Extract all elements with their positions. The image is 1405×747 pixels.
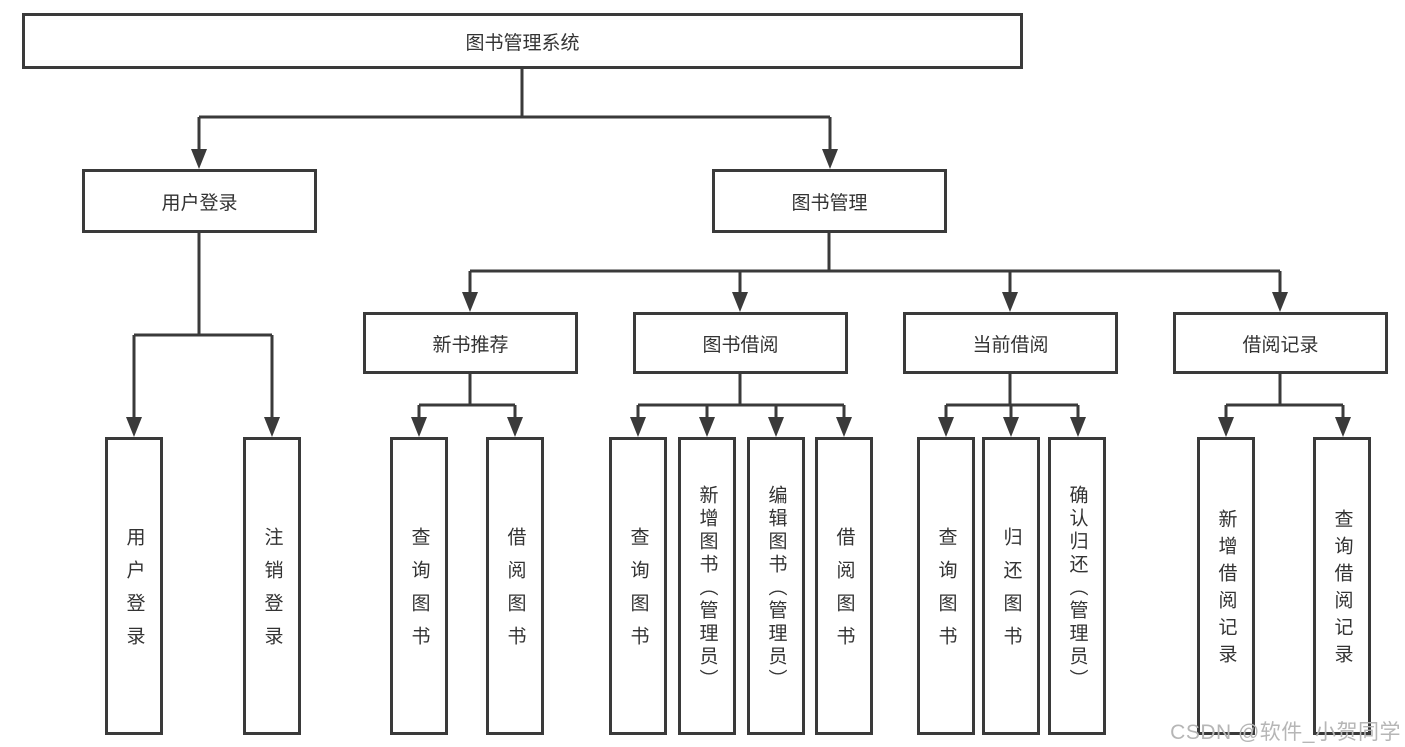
- arrowhead-icon: [126, 417, 142, 437]
- connector-current-borrow-branch: [944, 374, 1080, 420]
- arrowhead-icon: [1070, 417, 1086, 437]
- leaf-label: 用户登录: [123, 527, 145, 659]
- arrowhead-icon: [768, 417, 784, 437]
- node-label: 用户登录: [161, 192, 238, 214]
- leaf-query-books-borrow: 查询图书: [609, 437, 667, 735]
- leaf-borrow-books: 借阅图书: [815, 437, 873, 735]
- connector-book-borrow-branch: [636, 374, 846, 420]
- arrowhead-icon: [732, 292, 748, 312]
- leaf-return-books: 归还图书: [982, 437, 1040, 735]
- leaf-label: 借阅图书: [833, 527, 855, 659]
- arrowhead-icon: [836, 417, 852, 437]
- arrowhead-icon: [1002, 292, 1018, 312]
- node-new-book-recommend: 新书推荐: [363, 312, 578, 374]
- leaf-query-borrow-record: 查询借阅记录: [1313, 437, 1371, 735]
- node-book-borrow: 图书借阅: [633, 312, 848, 374]
- leaf-label: 注销登录: [261, 527, 283, 659]
- leaf-label: 借阅图书: [504, 527, 526, 659]
- connector-borrow-records-branch: [1224, 374, 1345, 420]
- leaf-label: 新增借阅记录: [1215, 509, 1237, 671]
- leaf-borrow-books-recommend: 借阅图书: [486, 437, 544, 735]
- connector-new-book-branch: [417, 374, 517, 420]
- arrowhead-icon: [699, 417, 715, 437]
- connector-user-login-branch: [132, 233, 274, 420]
- leaf-add-borrow-record: 新增借阅记录: [1197, 437, 1255, 735]
- csdn-watermark: CSDN @软件_小贺同学: [1170, 721, 1401, 744]
- node-book-management: 图书管理: [712, 169, 947, 233]
- node-label: 图书借阅: [702, 334, 779, 356]
- leaf-confirm-return-admin: 确认归还（管理员）: [1048, 437, 1106, 735]
- leaf-label: 查询借阅记录: [1331, 509, 1353, 671]
- arrowhead-icon: [1335, 417, 1351, 437]
- leaf-label: 确认归还（管理员）: [1066, 484, 1088, 692]
- leaf-logout: 注销登录: [243, 437, 301, 735]
- leaf-label: 查询图书: [935, 527, 957, 659]
- leaf-label: 查询图书: [627, 527, 649, 659]
- arrowhead-icon: [462, 292, 478, 312]
- leaf-label: 归还图书: [1000, 527, 1022, 659]
- node-system-root: 图书管理系统: [22, 13, 1023, 69]
- node-label: 当前借阅: [972, 334, 1049, 356]
- node-label: 图书管理: [791, 192, 868, 214]
- arrowhead-icon: [1272, 292, 1288, 312]
- connector-book-management-branch: [468, 233, 1282, 295]
- arrowhead-icon: [1003, 417, 1019, 437]
- node-current-borrow: 当前借阅: [903, 312, 1118, 374]
- leaf-add-books-admin: 新增图书（管理员）: [678, 437, 736, 735]
- leaf-edit-books-admin: 编辑图书（管理员）: [747, 437, 805, 735]
- leaf-query-books-current: 查询图书: [917, 437, 975, 735]
- arrowhead-icon: [411, 417, 427, 437]
- arrowhead-icon: [191, 149, 207, 169]
- arrowhead-icon: [1218, 417, 1234, 437]
- arrowhead-icon: [938, 417, 954, 437]
- arrowhead-icon: [264, 417, 280, 437]
- node-user-login: 用户登录: [82, 169, 317, 233]
- leaf-label: 查询图书: [408, 527, 430, 659]
- leaf-user-login: 用户登录: [105, 437, 163, 735]
- node-borrow-records: 借阅记录: [1173, 312, 1388, 374]
- node-label: 借阅记录: [1242, 334, 1319, 356]
- arrowhead-icon: [822, 149, 838, 169]
- leaf-label: 编辑图书（管理员）: [765, 484, 787, 692]
- connector-root-to-level2: [197, 69, 832, 152]
- arrowhead-icon: [507, 417, 523, 437]
- leaf-label: 新增图书（管理员）: [696, 484, 718, 692]
- node-label: 图书管理系统: [465, 32, 580, 54]
- leaf-query-books-recommend: 查询图书: [390, 437, 448, 735]
- node-label: 新书推荐: [432, 334, 509, 356]
- arrowhead-icon: [630, 417, 646, 437]
